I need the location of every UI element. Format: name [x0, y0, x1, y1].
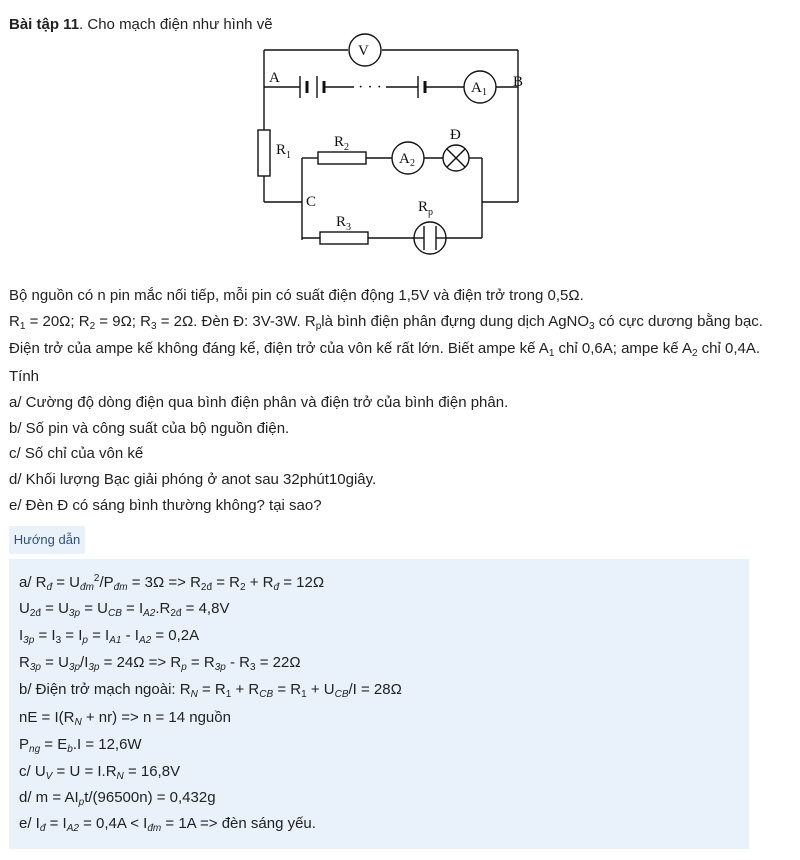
answer-line-2: U2đ = U3p = UCB = IA2.R2đ = 4,8V [19, 600, 230, 619]
answer-line-1: a/ Rđ = Uđm2/Pđm = 3Ω => R2đ = R2 + Rđ =… [19, 573, 325, 593]
resistor-r2 [317, 151, 367, 165]
circuit-diagram: V A B · · · A 1 R 1 R 2 A 2 Đ C R 3 R p [257, 33, 523, 255]
answer-line-4: R3p = U3p/I3p = 24Ω => Rp = R3p - R3 = 2… [19, 654, 301, 673]
answer-line-9: d/ m = AIpt/(96500n) = 0,432g [19, 789, 216, 808]
exercise-number: Bài tập 11 [9, 16, 80, 33]
exercise-title: Bài tập 11. Cho mạch điện như hình vẽ [9, 16, 273, 33]
guide-button[interactable]: Hướng dẫn [9, 526, 85, 554]
resistor-r2-label: R [334, 134, 344, 150]
voltmeter-label: V [358, 43, 369, 59]
resistor-r3-label: R [336, 214, 346, 230]
resistor-r1 [257, 129, 271, 177]
lamp-cross [446, 148, 466, 168]
answer-box: a/ Rđ = Uđm2/Pđm = 3Ω => R2đ = R2 + Rđ =… [9, 559, 749, 849]
answer-line-3: I3p = I3 = Ip = IA1 - IA2 = 0,2A [19, 627, 200, 646]
resistor-r2-subscript: 2 [344, 142, 349, 153]
question-e: e/ Đèn Đ có sáng bình thường không? tại … [9, 497, 322, 514]
voltmeter-circle [348, 33, 382, 67]
ammeter-a2-subscript: 2 [410, 158, 415, 169]
problem-line-4: Tính [9, 368, 40, 385]
problem-line-1: Bộ nguồn có n pin mắc nối tiếp, mỗi pin … [9, 287, 584, 304]
problem-line-2: R1 = 20Ω; R2 = 9Ω; R3 = 2Ω. Đèn Đ: 3V-3W… [9, 313, 763, 332]
resistor-r3 [319, 231, 369, 245]
node-c-label: C [306, 194, 316, 210]
battery-dots: · · · [358, 79, 382, 96]
question-b: b/ Số pin và công suất của bộ nguồn điện… [9, 420, 290, 437]
exercise-title-text: . Cho mạch điện như hình vẽ [79, 16, 273, 33]
ammeter-a1-subscript: 1 [482, 87, 487, 98]
resistor-r1-label: R [276, 142, 286, 158]
lamp-label: Đ [450, 127, 461, 143]
node-a-label: A [269, 70, 280, 86]
problem-line-3: Điện trở của ampe kế không đáng kể, điện… [9, 340, 761, 359]
answer-line-5: b/ Điện trở mạch ngoài: RN = R1 + RCB = … [19, 681, 402, 700]
question-a: a/ Cường độ dòng điện qua bình điện phân… [9, 394, 509, 411]
ammeter-a2-label: A [399, 151, 410, 167]
answer-line-8: c/ UV = U = I.RN = 16,8V [19, 763, 181, 782]
resistor-r3-subscript: 3 [346, 222, 351, 233]
node-b-label: B [513, 74, 523, 90]
rp-label: R [418, 199, 428, 215]
answer-line-6: nE = I(RN + nr) => n = 14 nguồn [19, 709, 231, 728]
answer-line-10: e/ Iđ = IA2 = 0,4A < Iđm = 1A => đèn sán… [19, 815, 316, 834]
ammeter-a1-label: A [471, 80, 482, 96]
question-c: c/ Số chỉ của vôn kế [9, 445, 144, 462]
answer-line-7: Png = Eb.I = 12,6W [19, 736, 142, 755]
question-d: d/ Khối lượng Bạc giải phóng ở anot sau … [9, 471, 377, 488]
resistor-r1-subscript: 1 [286, 150, 291, 161]
rp-subscript: p [428, 207, 433, 218]
